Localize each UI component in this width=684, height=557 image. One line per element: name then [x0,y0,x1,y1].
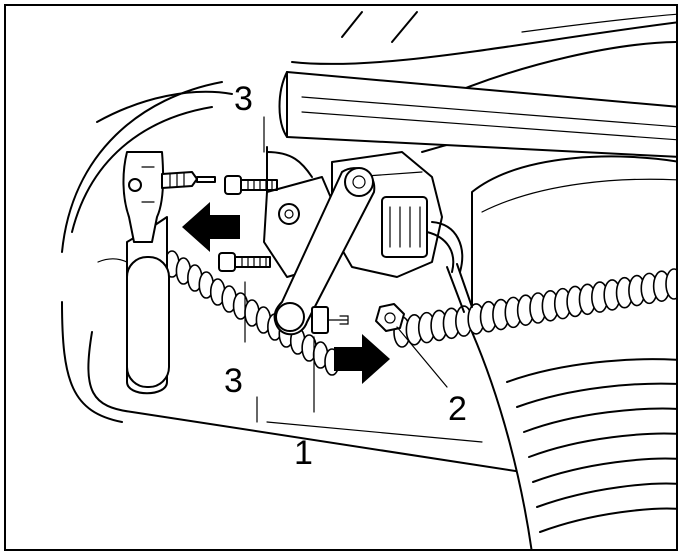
technical-illustration: 3 3 1 2 [61,11,676,549]
callout-1: 1 [294,434,313,472]
callout-2: 2 [448,390,467,428]
ride-height-sensor [331,151,473,313]
upper-control-arm [278,71,676,158]
bolt-lower [218,252,271,272]
air-spring-bellows [471,155,676,549]
removal-direction-arrow-left [182,202,240,252]
removal-direction-arrow-right [334,334,390,384]
callout-leader-lines [244,116,483,443]
sensor-linkage-rod [273,167,376,336]
callout-3-lower: 3 [224,362,243,400]
nut [375,303,405,332]
harness-rib [665,268,676,300]
callout-3-upper: 3 [234,80,253,118]
illustration-frame: 3 3 1 2 [4,4,678,551]
ratchet-wrench [122,151,216,395]
bolt-upper [224,175,278,195]
